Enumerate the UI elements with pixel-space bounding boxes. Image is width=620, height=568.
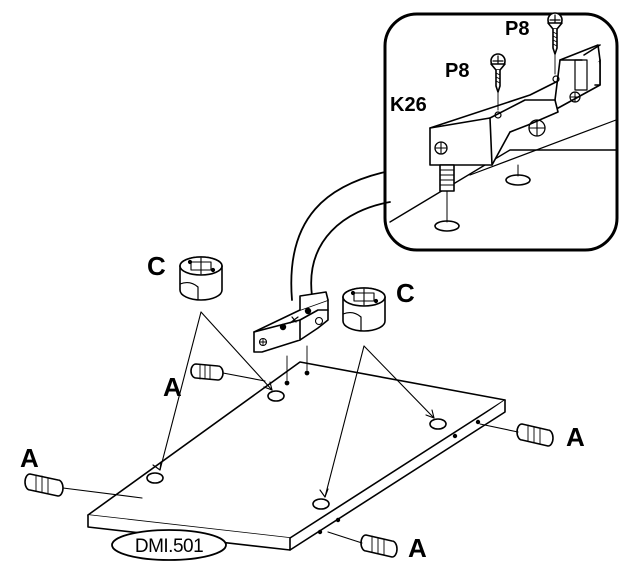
- label-panel-code: DMI.501: [135, 536, 203, 557]
- panel-code-badge: DMI.501: [111, 529, 227, 561]
- cam-hole-front-right: [312, 498, 330, 510]
- panel-dmi501: [87, 361, 506, 551]
- label-p8-screw-b: P8: [505, 18, 529, 40]
- detail-leader-inner: [310, 201, 391, 297]
- label-p8-screw-a: P8: [445, 60, 469, 82]
- screw-p8-a-icon: [490, 53, 506, 111]
- screw-p8-b-icon: [547, 12, 563, 75]
- pilot-hole-a: [284, 380, 290, 386]
- dowel-right-icon: [479, 423, 554, 447]
- label-k26-bracket: K26: [390, 94, 427, 116]
- cam-hole-back-left: [267, 390, 285, 402]
- threaded-post: [434, 164, 460, 232]
- label-c-left: C: [147, 251, 166, 281]
- bracket-k26-detail: [429, 44, 601, 166]
- edge-hole-2: [475, 419, 481, 425]
- bracket-screw-hole-b: [552, 75, 560, 83]
- cam-leaders: [152, 311, 435, 498]
- cam-hole-back-right: [429, 418, 447, 430]
- bracket-small-dot-a: [279, 323, 287, 331]
- label-c-right: C: [396, 278, 415, 308]
- detail-leader-outer: [290, 171, 386, 301]
- panel-right-edge: [289, 399, 506, 551]
- label-a-left: A: [20, 443, 39, 473]
- edge-hole-3: [317, 529, 323, 535]
- label-a-mid: A: [163, 372, 182, 402]
- bracket-small-dot-b: [304, 307, 312, 315]
- detail-frame: [383, 12, 619, 252]
- detail-callout: P8 P8 K26: [290, 12, 619, 301]
- edge-hole-1: [452, 433, 458, 439]
- cam-lock-right-icon: [342, 287, 386, 332]
- bracket-screw-hole-a: [494, 111, 502, 119]
- cam-hole-front-left: [146, 472, 164, 484]
- dowel-bottom-icon: [327, 531, 398, 558]
- cam-lock-left-icon: [179, 256, 223, 301]
- pilot-hole-b: [304, 370, 310, 376]
- surface-edge: [389, 149, 617, 223]
- dowel-mid-icon: [190, 363, 266, 382]
- edge-hole-4: [335, 517, 341, 523]
- label-a-bottom: A: [408, 533, 427, 563]
- label-a-right: A: [566, 422, 585, 452]
- surface-front: [469, 119, 617, 176]
- dowel-left-icon: [24, 473, 143, 499]
